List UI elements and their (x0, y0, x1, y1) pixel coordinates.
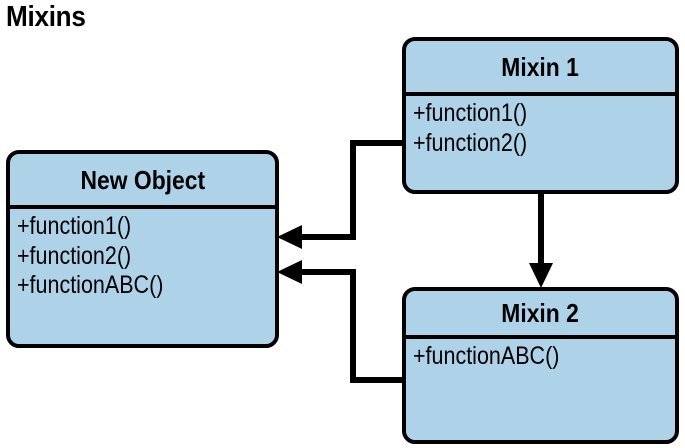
arrowhead-icon (529, 263, 553, 288)
uml-member: +functionABC() (413, 342, 560, 370)
uml-box-mixin-2-members: +functionABC() (406, 339, 675, 372)
uml-member: +function1() (17, 212, 132, 240)
uml-box-new-object-title-text: New Object (80, 164, 205, 195)
page-title: Mixins (6, 1, 86, 33)
uml-box-mixin-1-title-text: Mixin 1 (501, 51, 580, 82)
uml-box-mixin-1-title: Mixin 1 (406, 41, 675, 96)
uml-box-new-object-members: +function1() +function2() +functionABC() (10, 209, 275, 301)
uml-box-mixin-2-title: Mixin 2 (406, 291, 675, 339)
uml-member: +function2() (413, 128, 528, 157)
uml-box-mixin-1-members: +function1() +function2() (406, 96, 675, 158)
uml-box-mixin-1[interactable]: Mixin 1 +function1() +function2() (402, 37, 679, 194)
uml-member: +function1() (413, 99, 528, 127)
uml-member: +function2() (17, 241, 132, 270)
uml-member: +functionABC() (17, 271, 164, 299)
uml-box-mixin-2[interactable]: Mixin 2 +functionABC() (402, 287, 679, 444)
connector-mixin1-to-mixin2 (529, 194, 553, 288)
uml-box-new-object-title: New Object (10, 154, 275, 209)
connector-mixin2-to-new-object (277, 260, 404, 383)
uml-box-new-object[interactable]: New Object +function1() +function2() +fu… (6, 150, 279, 348)
arrowhead-icon (277, 225, 302, 249)
connector-mixin1-to-new-object (277, 140, 404, 249)
uml-box-mixin-2-title-text: Mixin 2 (501, 298, 580, 328)
arrowhead-icon (277, 260, 302, 284)
